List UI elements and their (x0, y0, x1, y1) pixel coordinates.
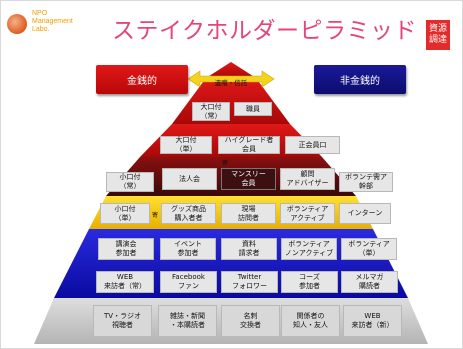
donation-note: 寄 (152, 212, 159, 219)
pyramid-cell: Facebook ファン (160, 271, 217, 293)
monetary-label: 金銭的 (96, 65, 188, 94)
pyramid-cell: 顧問 アドバイザー (280, 168, 335, 190)
pyramid-cell: 大口付 （常） (192, 102, 230, 121)
donation-note: 寄 (222, 160, 229, 167)
pyramid-cell: 現場 訪問者 (221, 203, 276, 224)
pyramid-cell: 講演会 参加者 (98, 238, 154, 260)
resource-badge: 資源 調達 (426, 20, 450, 50)
pyramid-cell: コーズ 参加者 (281, 271, 338, 293)
pyramid-cell: 正会員口 (285, 136, 340, 154)
pyramid-cell: マンスリー 会員 (221, 168, 276, 190)
pyramid-cell: インターン (339, 203, 391, 224)
npo-management-labo-logo: NPO Management Labo. (7, 8, 97, 44)
pyramid-cell: 小口付 （常） (106, 172, 154, 192)
pyramid-cell: 職員 (234, 102, 272, 116)
pyramid-apex (206, 62, 256, 78)
logo-line-2: Management (32, 18, 73, 25)
pyramid-cell: イベント 参加者 (160, 238, 216, 260)
badge-line-1: 資源 (428, 24, 447, 34)
logo-line-1: NPO (32, 10, 48, 17)
pyramid-cell: 名刺 交換者 (221, 305, 280, 337)
badge-line-2: 調達 (428, 35, 447, 45)
pyramid-cell: グッズ商品 購入者者 (161, 203, 216, 224)
bequest-trust-label: 遺贈・信託 (214, 78, 248, 87)
logo-circle-icon (7, 14, 27, 34)
pyramid-cell: 法人会 (162, 168, 217, 190)
pyramid-cell: ボランティア （単） (341, 238, 397, 260)
pyramid-cell: 資料 請求者 (221, 238, 277, 260)
pyramid-cell: 関係者の 知人・友人 (281, 305, 340, 337)
pyramid-cell: ボランティア ノンアクティブ (281, 238, 337, 260)
pyramid-cell: メルマガ 購読者 (341, 271, 398, 293)
pyramid-cell: 雑誌・新聞 ・本購読者 (158, 305, 217, 337)
non-monetary-label: 非金銭的 (314, 65, 406, 94)
pyramid-cell: WEB 来訪者（常） (96, 271, 154, 293)
pyramid-cell: WEB 来訪者（新） (343, 305, 402, 337)
pyramid-cell: Twitter フォロワー (221, 271, 278, 293)
pyramid-cell: TV・ラジオ 視聴者 (93, 305, 152, 337)
pyramid-cell: 小口付 （単） (100, 203, 150, 224)
logo-line-3: Labo. (32, 26, 50, 33)
pyramid-cell: 大口付 （単） (160, 136, 212, 154)
pyramid-cell: ボランテ需ア 幹部 (339, 172, 393, 192)
page-title: ステイクホルダーピラミッド (112, 18, 418, 44)
pyramid-cell: ハイグレード者 会員 (218, 136, 280, 154)
pyramid-cell: ボランティア アクティブ (280, 203, 335, 224)
double-arrow-icon (187, 70, 275, 88)
